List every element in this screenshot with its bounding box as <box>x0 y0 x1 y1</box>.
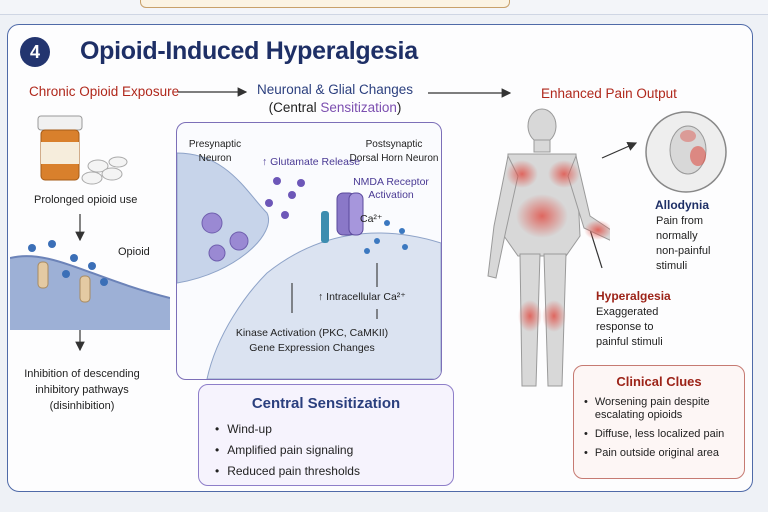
nmda-label: NMDA Receptor Activation <box>346 176 436 202</box>
clinical-clues-title: Clinical Clues <box>616 374 702 389</box>
opioid-label: Opioid <box>118 246 150 258</box>
clue-text: Pain outside original area <box>594 447 719 459</box>
hyperalgesia-title: Hyperalgesia <box>596 289 671 303</box>
list-item: Diffuse, less localized pain <box>584 428 724 441</box>
clinical-clues-list: Worsening pain despite escalating opioid… <box>584 396 724 466</box>
stage2-heading: Neuronal & Glial Changes (Central Sensit… <box>245 82 425 115</box>
presynaptic-line2: Neuron <box>198 153 232 164</box>
heading-suffix: ) <box>396 100 402 115</box>
hyperalgesia-line2: response to <box>596 321 654 333</box>
pill-caption: Prolonged opioid use <box>34 194 138 206</box>
opioid-receptor-illustration <box>10 240 170 330</box>
presynaptic-line1: Presynaptic <box>188 139 242 150</box>
hyperalgesia-description: Exaggerated response to painful stimuli <box>596 305 663 350</box>
synapse-illustration <box>177 152 441 379</box>
hyperalgesia-line3: painful stimuli <box>596 336 663 348</box>
presynaptic-label: Presynaptic Neuron <box>182 138 248 166</box>
human-body-figure <box>487 108 610 387</box>
allodynia-line1: Pain from <box>656 215 704 227</box>
list-item: Reduced pain thresholds <box>215 461 360 482</box>
clinical-clues-box: Clinical Clues Worsening pain despite es… <box>573 365 745 479</box>
glutamate-label: ↑ Glutamate Release <box>262 156 361 168</box>
allodynia-title: Allodynia <box>655 198 710 212</box>
inhibition-line2: inhibitory pathways <box>35 384 129 396</box>
clue-text: Diffuse, less localized pain <box>594 428 725 440</box>
allodynia-line3: non-painful <box>656 245 711 257</box>
calcium-label: Ca²⁺ <box>360 213 383 225</box>
central-sensitization-list: Wind-up Amplified pain signaling Reduced… <box>215 419 360 482</box>
central-sensitization-title: Central Sensitization <box>251 395 401 412</box>
inhibition-line1: Inhibition of descending <box>24 368 140 380</box>
inhibition-line3: (disinhibition) <box>49 400 115 412</box>
stage2-heading-line2: (Central Sensitization) <box>245 100 425 115</box>
postsynaptic-label: Postsynaptic Dorsal Horn Neuron <box>340 138 448 166</box>
gene-line: Gene Expression Changes <box>249 342 375 354</box>
allodynia-line2: normally <box>656 230 698 242</box>
central-sensitization-box: Central Sensitization Wind-up Amplified … <box>198 384 454 486</box>
heading-prefix: (Central <box>268 100 321 115</box>
heading-word: Sensitization <box>320 100 397 115</box>
intracellular-calcium-label: ↑ Intracellular Ca²⁺ <box>318 291 406 303</box>
list-item: Pain outside original area <box>584 447 724 460</box>
section-number-badge: 4 <box>20 37 50 67</box>
pill-bottle-icon <box>37 115 128 185</box>
synapse-panel <box>176 122 442 380</box>
face-allodynia-icon <box>645 111 727 193</box>
allodynia-description: Pain from normally non-painful stimuli <box>656 214 710 274</box>
stage2-heading-line1: Neuronal & Glial Changes <box>256 82 414 97</box>
postsynaptic-line2: Dorsal Horn Neuron <box>349 153 439 164</box>
list-item: Wind-up <box>215 419 360 440</box>
list-item: Worsening pain despite escalating opioid… <box>584 396 724 422</box>
nmda-line2: Activation <box>368 189 414 201</box>
section-title: Opioid-Induced Hyperalgesia <box>80 37 418 65</box>
allodynia-line4: stimuli <box>656 260 688 272</box>
list-item: Amplified pain signaling <box>215 440 360 461</box>
inhibition-caption: Inhibition of descending inhibitory path… <box>22 366 142 414</box>
nmda-line1: NMDA Receptor <box>353 176 429 188</box>
kinase-line: Kinase Activation (PKC, CaMKII) <box>235 327 389 339</box>
stage3-heading: Enhanced Pain Output <box>541 86 677 101</box>
kinase-label: Kinase Activation (PKC, CaMKII) Gene Exp… <box>186 326 438 356</box>
postsynaptic-line1: Postsynaptic <box>365 139 423 150</box>
arrow-to-allodynia <box>601 141 638 159</box>
clue-text: Worsening pain despite escalating opioid… <box>594 396 710 421</box>
stage1-heading: Chronic Opioid Exposure <box>29 84 180 99</box>
hyperalgesia-line1: Exaggerated <box>596 306 659 318</box>
previous-panel-strip <box>140 0 510 8</box>
